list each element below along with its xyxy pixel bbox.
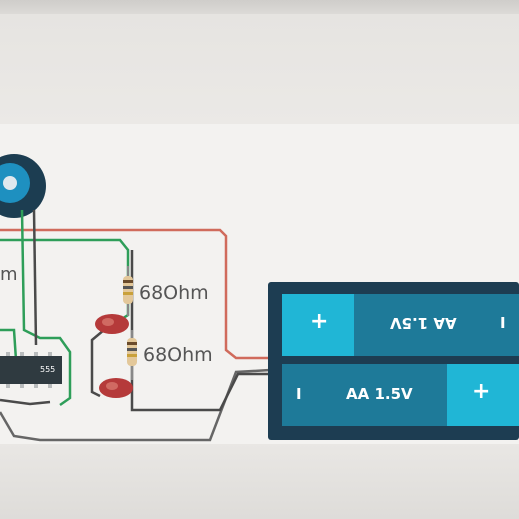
toolbar-area — [0, 14, 519, 124]
potentiometer-center — [3, 176, 17, 190]
battery-cell-top-label: AA 1.5V — [390, 314, 457, 332]
battery-cell-top-positive-cap — [282, 294, 354, 356]
battery-cell-top-minus: I — [500, 314, 506, 332]
resistor-2-label: 68Ohm — [143, 344, 213, 366]
red-wires[interactable] — [0, 228, 271, 442]
battery-cell-bottom-minus: I — [296, 385, 302, 403]
dark-wire-1 — [32, 209, 38, 346]
ic-555-label: 555 — [40, 365, 56, 374]
led-2[interactable] — [99, 378, 133, 398]
battery-cell-top[interactable]: + AA 1.5V I — [282, 294, 519, 356]
green-wire-2 — [0, 238, 130, 322]
potentiometer[interactable] — [0, 154, 46, 218]
battery-cell-bottom[interactable]: I AA 1.5V + — [282, 364, 519, 426]
dark-wire-2 — [90, 329, 105, 398]
green-wires[interactable] — [0, 209, 130, 407]
resistor-1[interactable] — [123, 266, 133, 316]
battery-cell-top-plus: + — [310, 309, 329, 334]
battery-pack[interactable]: + AA 1.5V I I AA 1.5V + — [268, 282, 519, 440]
battery-cell-bottom-positive-cap — [447, 364, 519, 426]
green-wire-3 — [0, 328, 18, 361]
screen-top-edge — [0, 0, 519, 14]
resistor-1-label: 68Ohm — [139, 282, 209, 304]
red-wire-bottom — [0, 368, 271, 442]
partial-label: m — [0, 264, 18, 285]
dark-wire-3 — [130, 250, 272, 412]
lower-panel — [0, 444, 519, 519]
dark-wire-4 — [0, 398, 51, 406]
green-wire-1 — [20, 209, 72, 407]
battery-cell-bottom-plus: + — [472, 379, 491, 404]
battery-cell-bottom-label: AA 1.5V — [346, 385, 413, 403]
ic-555[interactable] — [0, 352, 62, 388]
resistor-2[interactable] — [127, 330, 137, 380]
led-1[interactable] — [95, 314, 129, 334]
red-wire-top — [0, 228, 270, 360]
